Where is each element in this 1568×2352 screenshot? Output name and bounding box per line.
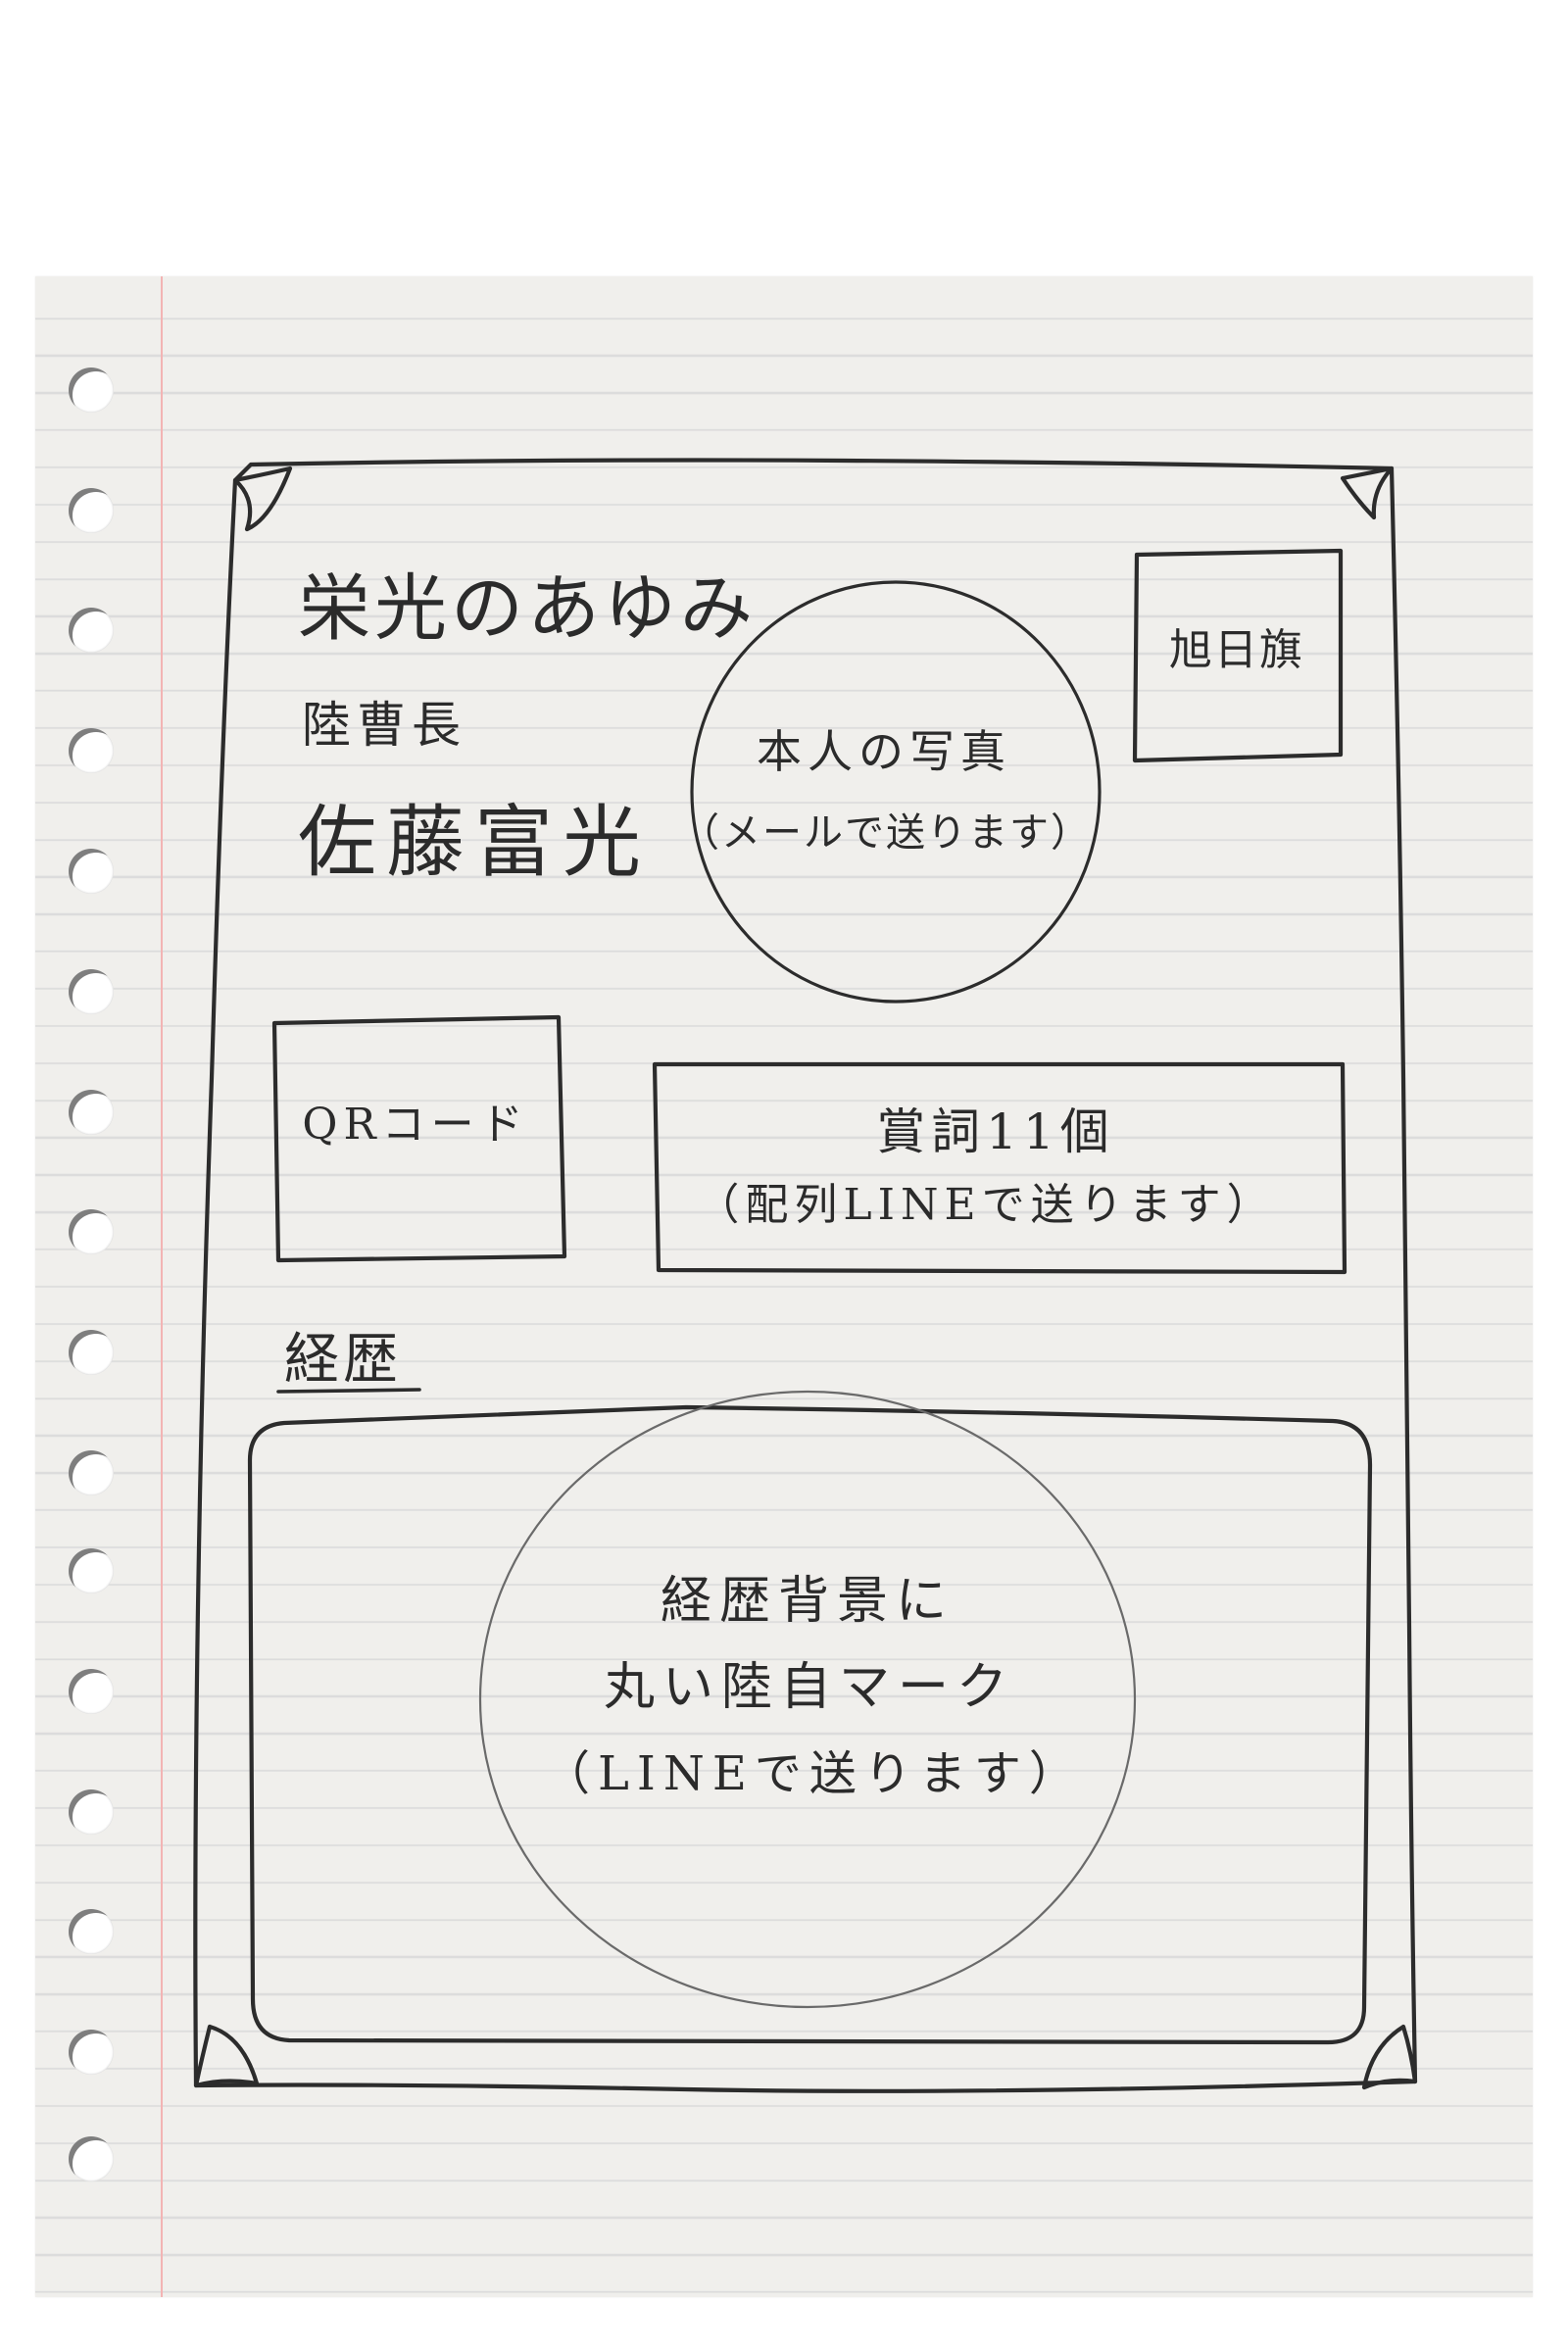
binder-hole [69, 1669, 114, 1714]
person-name: 佐藤富光 [298, 797, 651, 888]
binder-hole [69, 1548, 114, 1593]
career-background-line2: 丸い陸自マーク [603, 1658, 1016, 1717]
binder-hole [69, 488, 114, 533]
photo-circle [690, 580, 1102, 1004]
binder-hole [69, 2136, 114, 2181]
career-underline [276, 1388, 421, 1394]
career-heading: 経歴 [284, 1328, 402, 1392]
margin-line [161, 276, 163, 2297]
qr-label: QRコード [302, 1100, 529, 1150]
binder-hole [69, 2030, 114, 2075]
binder-hole [69, 969, 114, 1014]
career-background-note: （LINEで送ります） [543, 1746, 1084, 1801]
binder-hole [69, 1450, 114, 1495]
flag-label: 旭日旗 [1169, 625, 1304, 675]
photo-note: （メールで送ります） [680, 810, 1092, 856]
binder-hole [69, 728, 114, 773]
page-title: 栄光のあゆみ [298, 566, 757, 651]
corner-ornament [232, 466, 293, 532]
binder-hole [69, 368, 114, 413]
flag-box [1132, 548, 1344, 763]
notebook-paper [35, 276, 1533, 2297]
career-rounded-box [247, 1404, 1373, 2045]
binder-hole [69, 1909, 114, 1954]
corner-ornament [1340, 466, 1395, 520]
corner-ornament [1361, 2024, 1418, 2090]
binder-hole [69, 608, 114, 653]
binder-hole [69, 849, 114, 894]
emblem-circle [478, 1390, 1137, 2009]
awards-label: 賞詞11個 [876, 1103, 1115, 1160]
binder-hole [69, 1330, 114, 1375]
qr-box [271, 1014, 567, 1263]
binder-hole [69, 1209, 114, 1254]
corner-ornament [193, 2024, 260, 2088]
photo-label: 本人の写真 [757, 725, 1011, 778]
binder-hole [69, 1789, 114, 1835]
career-background-line1: 経歴背景に [660, 1572, 956, 1631]
awards-box [652, 1061, 1348, 1275]
rank-label: 陸曹長 [302, 697, 466, 754]
awards-note: （配列LINEで送ります） [696, 1180, 1276, 1230]
binder-hole [69, 1090, 114, 1135]
